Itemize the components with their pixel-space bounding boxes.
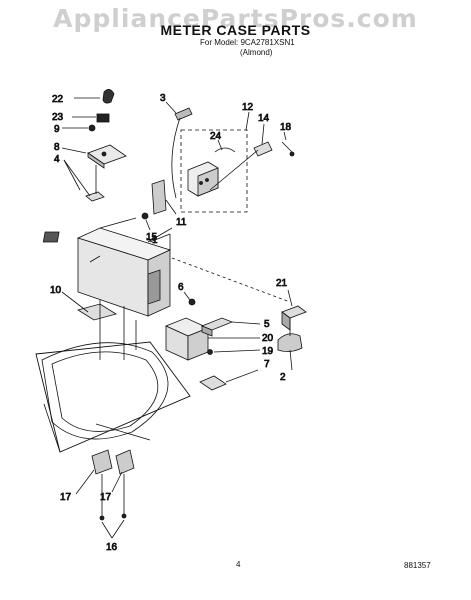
part-3-connector: [165, 101, 193, 199]
callout-2: 2: [280, 372, 286, 383]
callout-17-left: 17: [60, 492, 72, 503]
part-11-bracket: [151, 179, 177, 215]
callout-6: 6: [178, 282, 184, 293]
page-number: 4: [236, 560, 241, 569]
callout-18: 18: [280, 122, 292, 133]
model-line: For Model: 9CA2781XSN1: [200, 38, 295, 47]
part-1-meter-case: [42, 217, 172, 317]
part-21-bracket: [281, 289, 307, 331]
callout-19: 19: [262, 346, 274, 357]
document-code: 881357: [404, 561, 431, 570]
callout-1: 1: [152, 235, 158, 246]
callout-16: 16: [106, 542, 118, 553]
callout-24: 24: [210, 131, 222, 142]
callout-5: 5: [264, 319, 270, 330]
callout-17-right: 17: [100, 492, 112, 503]
part-16-screws: [99, 513, 127, 539]
callout-14: 14: [258, 113, 270, 124]
callout-23: 23: [52, 112, 64, 123]
callout-9: 9: [54, 124, 60, 135]
part-5-bracket: [200, 317, 261, 337]
callout-8: 8: [54, 142, 60, 153]
part-6-screw: [183, 291, 196, 306]
callout-10: 10: [50, 285, 62, 296]
part-8-bracket: [61, 144, 127, 169]
part-7-strap: [199, 369, 259, 391]
callout-12: 12: [242, 102, 254, 113]
part-23-clip: [72, 113, 110, 123]
part-17-bracket-right: [111, 449, 135, 493]
page-title: METER CASE PARTS: [160, 22, 311, 38]
callout-15: 15: [146, 232, 158, 243]
part-10-plate: [61, 291, 117, 321]
callout-22: 22: [52, 94, 64, 105]
washer-top-panel: [35, 341, 191, 453]
watermark: AppliancePartsPros.com: [53, 4, 418, 33]
part-4-mount: [63, 159, 105, 202]
part-14-switch: [209, 123, 273, 191]
part-17-bracket-left: [75, 449, 113, 495]
callout-7: 7: [264, 359, 270, 370]
callout-3: 3: [160, 93, 166, 104]
part-20-enclosure: [164, 317, 260, 361]
part-19-screw: [207, 349, 261, 355]
model-info: For Model: 9CA2781XSN1 (Almond): [200, 38, 295, 58]
part-18-screw: [281, 131, 295, 157]
callout-21: 21: [276, 278, 288, 289]
callout-4: 4: [54, 154, 60, 165]
part-12-timer-group: [180, 111, 250, 213]
callout-20: 20: [262, 333, 274, 344]
callout-11: 11: [176, 217, 187, 228]
part-9-screw: [62, 124, 96, 132]
model-variant: (Almond): [240, 48, 273, 57]
part-2-cap: [277, 318, 303, 371]
part-15-screw: [141, 212, 151, 231]
part-22-knob: [74, 89, 115, 104]
